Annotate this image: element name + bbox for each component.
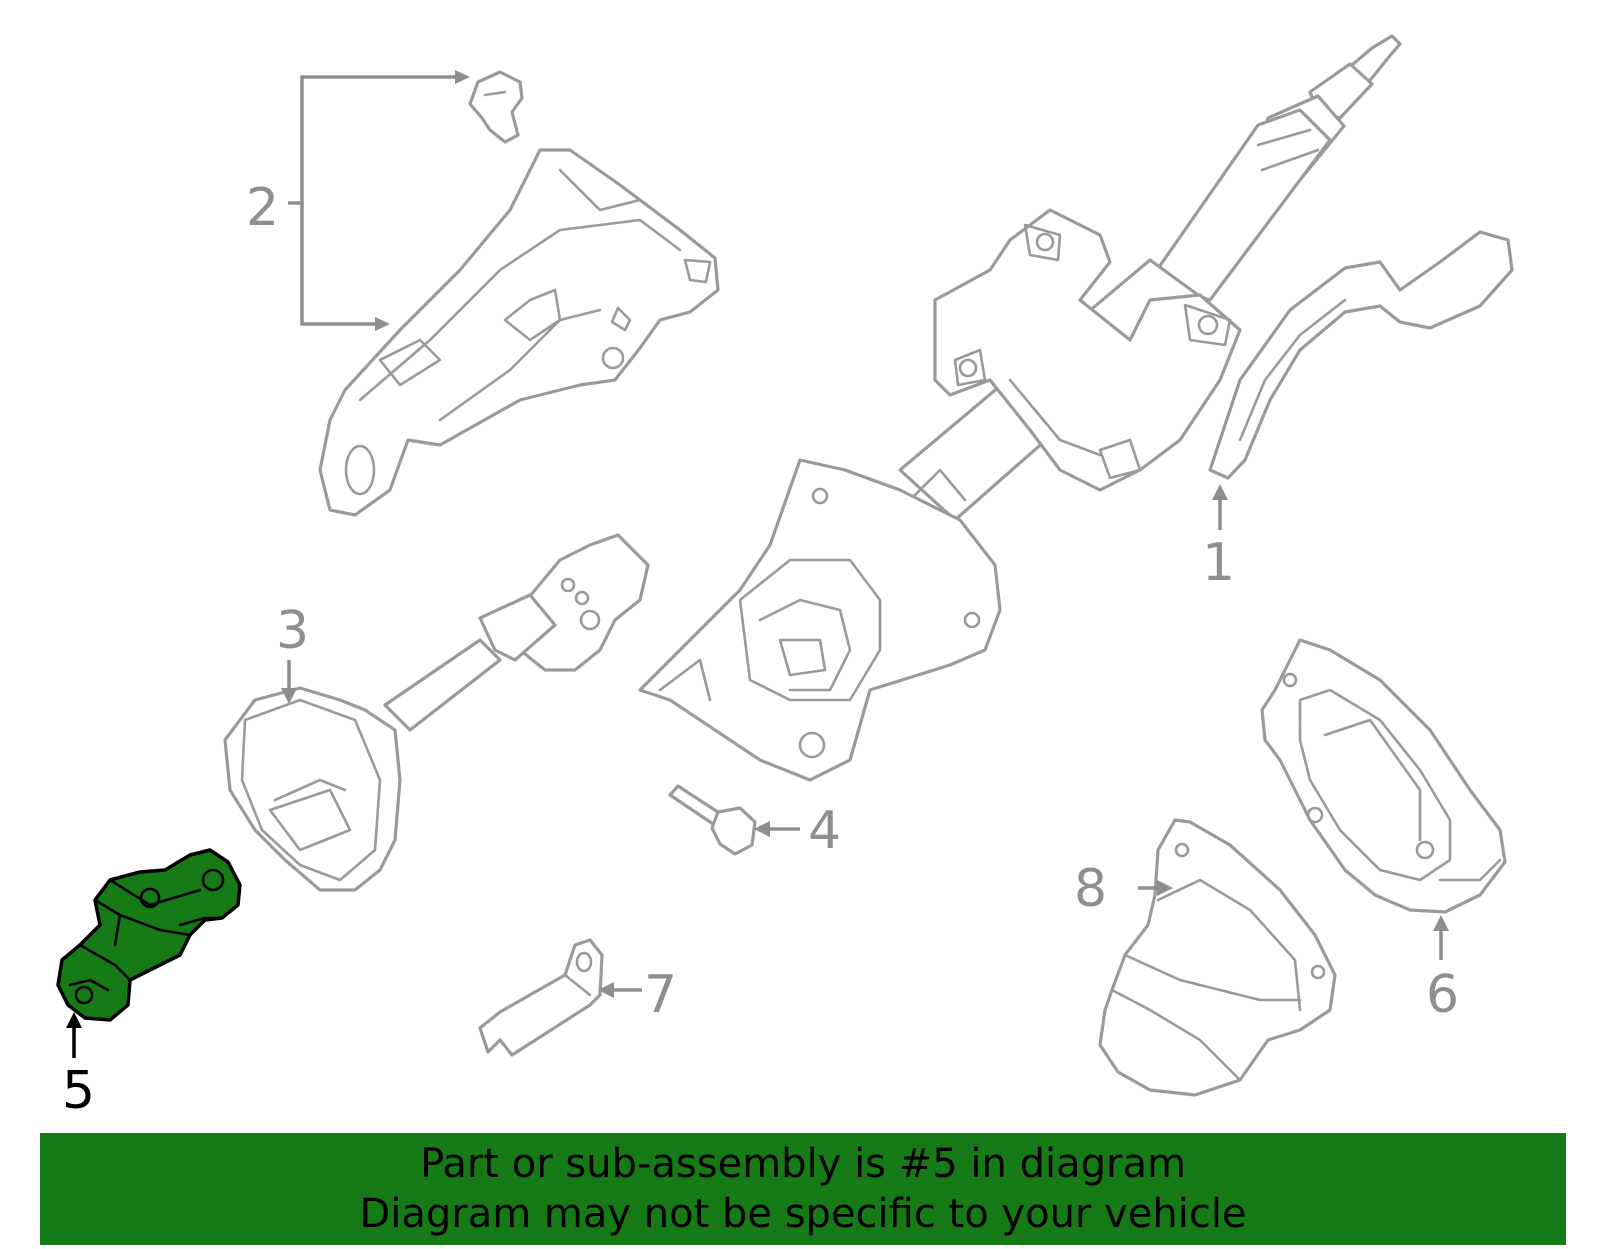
part-5-universal-joint[interactable]	[56, 848, 242, 1022]
notice-banner: Part or sub-assembly is #5 in diagram Di…	[40, 1133, 1566, 1245]
callout-7: 7	[598, 965, 677, 1025]
callout-label-2: 2	[246, 178, 279, 238]
part-4-bolt[interactable]	[668, 784, 757, 856]
callout-label-4: 4	[808, 801, 841, 861]
callout-3: 3	[276, 601, 309, 704]
callout-label-5: 5	[62, 1061, 95, 1121]
callout-4: 4	[754, 801, 841, 861]
callout-label-6: 6	[1426, 965, 1459, 1025]
part-3-intermediate-shaft[interactable]	[223, 533, 650, 892]
callout-label-7: 7	[644, 965, 677, 1025]
callout-label-3: 3	[276, 601, 309, 661]
part-2-support-bracket[interactable]	[318, 70, 720, 517]
part-7-bracket[interactable]	[478, 938, 604, 1057]
part-1-steering-column[interactable]	[638, 34, 1514, 782]
callout-6: 6	[1426, 915, 1459, 1025]
callout-8: 8	[1074, 859, 1173, 919]
banner-line-1: Part or sub-assembly is #5 in diagram	[420, 1141, 1186, 1187]
part-8-boot-seal[interactable]	[1098, 818, 1337, 1097]
part-6-lower-cover[interactable]	[1260, 638, 1507, 914]
callout-label-1: 1	[1202, 533, 1235, 593]
callout-2: 2	[246, 70, 470, 331]
callout-1: 1	[1202, 484, 1235, 593]
banner-line-2: Diagram may not be specific to your vehi…	[359, 1191, 1247, 1237]
callout-5: 5	[62, 1012, 95, 1121]
callout-label-8: 8	[1074, 859, 1107, 919]
